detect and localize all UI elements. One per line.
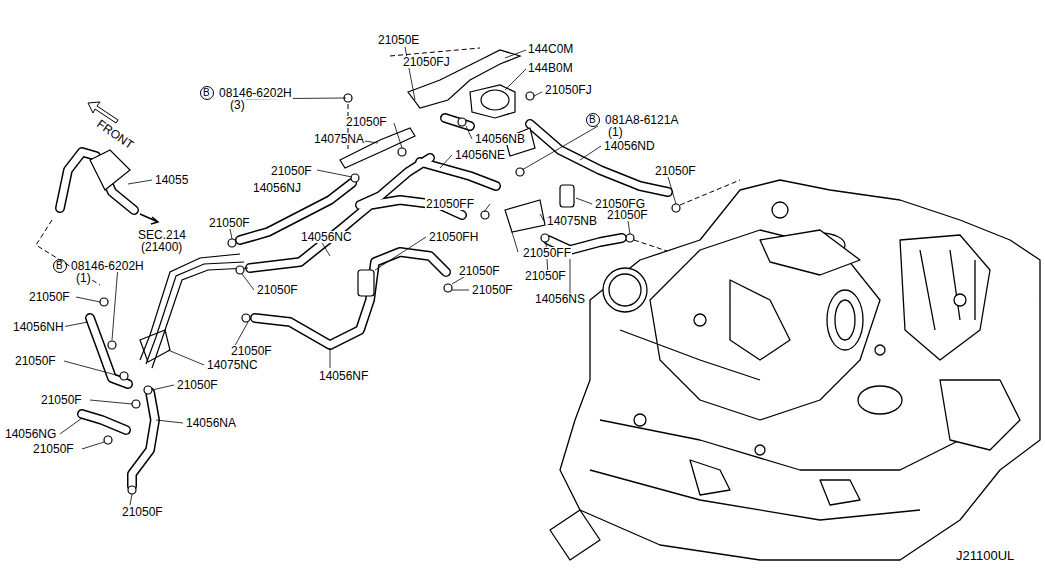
callout-number: 21050E: [377, 34, 420, 46]
callout-number: 14075NA: [313, 133, 365, 145]
callout-number: 14056ND: [603, 140, 656, 152]
callout-number: 21050F: [606, 209, 649, 221]
bolt-symbol: B: [56, 261, 63, 271]
callout-number: 21050F: [654, 165, 697, 177]
callout-number: 08146-6202H: [218, 87, 293, 99]
callout-number: 21050F: [32, 443, 75, 455]
bolt-symbol: B: [203, 88, 210, 98]
callout-number: 14056NE: [454, 149, 506, 161]
callout-number: 14075NB: [546, 215, 598, 227]
callout-number: 21050F: [28, 291, 71, 303]
callout-number: 14056NB: [474, 133, 526, 145]
callout-number: 21050F: [208, 217, 251, 229]
callout-number: 14056NJ: [252, 182, 302, 194]
callout-number: 14055: [154, 174, 189, 186]
callout-number: 14056NG: [4, 428, 57, 440]
callout-number: (1): [75, 272, 92, 284]
callout-number: 144B0M: [527, 62, 574, 74]
callout-number: 14075NC: [206, 359, 259, 371]
bolt-symbol: B: [589, 115, 596, 125]
callout-number: 21050F: [121, 506, 164, 518]
callout-number: 21050F: [40, 394, 83, 406]
callout-number: 21050F: [458, 265, 501, 277]
callout-number: 21050F: [176, 379, 219, 391]
callout-number: 21050F: [256, 284, 299, 296]
callout-number: 14056NA: [185, 417, 237, 429]
callout-number: 21050FH: [428, 231, 479, 243]
callout-number: (1): [607, 126, 624, 138]
callout-number: (21400): [140, 241, 183, 253]
callout-number: 21050F: [270, 165, 313, 177]
callout-number: 21050F: [230, 345, 273, 357]
callout-number: 21050FF: [522, 247, 572, 259]
callout-number: 081A8-6121A: [604, 114, 679, 126]
callout-number: 21050F: [524, 270, 567, 282]
callout-number: 21050F: [345, 116, 388, 128]
callout-number: 21050F: [471, 284, 514, 296]
callout-number: 14056NC: [300, 231, 353, 243]
callout-number: 14056NH: [12, 321, 65, 333]
callout-number: 144C0M: [527, 43, 574, 55]
callout-number: J21100UL: [955, 549, 1015, 562]
callout-number: (3): [229, 99, 246, 111]
callout-number: SEC.214: [137, 229, 187, 241]
callout-number: 14056NS: [534, 293, 586, 305]
callout-number: 08146-6202H: [70, 260, 145, 272]
callout-number: 21050FJ: [402, 56, 451, 68]
callout-number: 21050F: [14, 355, 57, 367]
callout-number: 21050FJ: [544, 84, 593, 96]
callout-number: 21050FF: [425, 198, 475, 210]
callout-number: 14056NF: [318, 370, 369, 382]
